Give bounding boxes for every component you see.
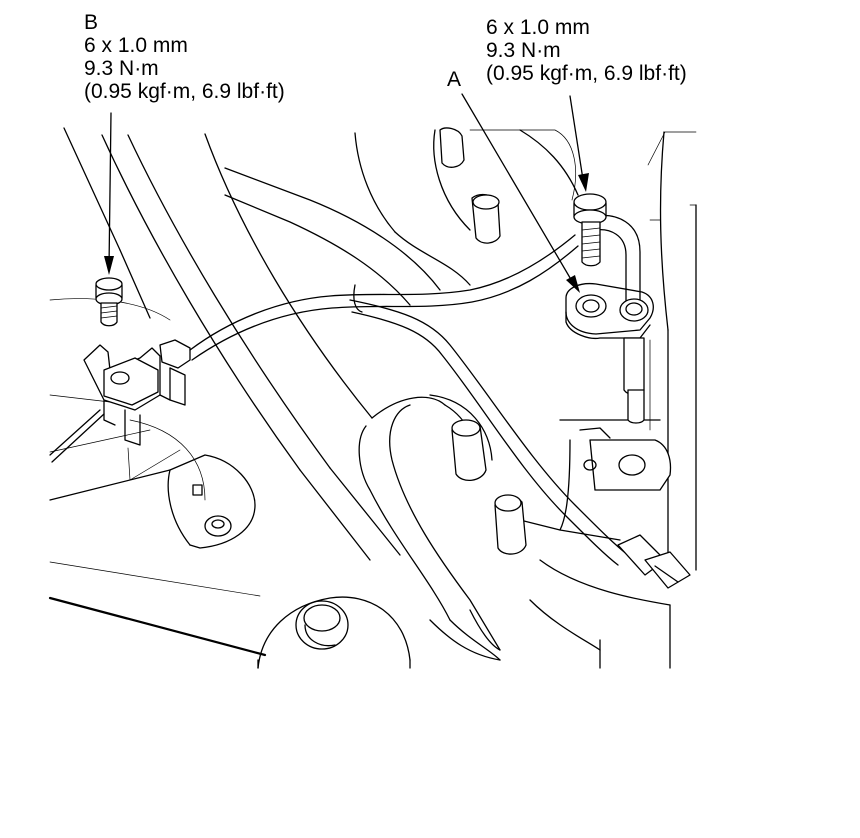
- callout-a-spec: 6 x 1.0 mm 9.3 N·m (0.95 kgf·m, 6.9 lbf·…: [486, 16, 687, 85]
- harness-bracket-b: [83, 339, 256, 549]
- leader-lines: [104, 93, 589, 293]
- callout-b-torque-nm: 9.3 N·m: [84, 57, 159, 80]
- callout-b: B 6 x 1.0 mm 9.3 N·m (0.95 kgf·m, 6.9 lb…: [84, 11, 285, 103]
- callout-b-torque-alt: (0.95 kgf·m, 6.9 lbf·ft): [84, 80, 285, 103]
- bushings: [295, 127, 527, 650]
- callout-a-letter: A: [447, 68, 462, 91]
- bolt-a: [573, 193, 607, 267]
- callout-a-size: 6 x 1.0 mm: [486, 16, 590, 39]
- callout-b-size: 6 x 1.0 mm: [84, 34, 188, 57]
- sensor-bracket-a: [565, 214, 672, 491]
- arrowhead-a: [566, 275, 580, 293]
- bolt-b: [95, 277, 123, 327]
- arrowhead-a-bolt: [578, 173, 589, 192]
- callout-b-letter: B: [84, 11, 99, 34]
- trailing-arm: [224, 167, 501, 661]
- wheel-speed-sensor-harness: [49, 234, 691, 589]
- callout-a-torque-nm: 9.3 N·m: [486, 39, 561, 62]
- arrowhead-b: [104, 256, 114, 275]
- frame-structure: [48, 127, 697, 669]
- callout-a-torque-alt: (0.95 kgf·m, 6.9 lbf·ft): [486, 62, 687, 85]
